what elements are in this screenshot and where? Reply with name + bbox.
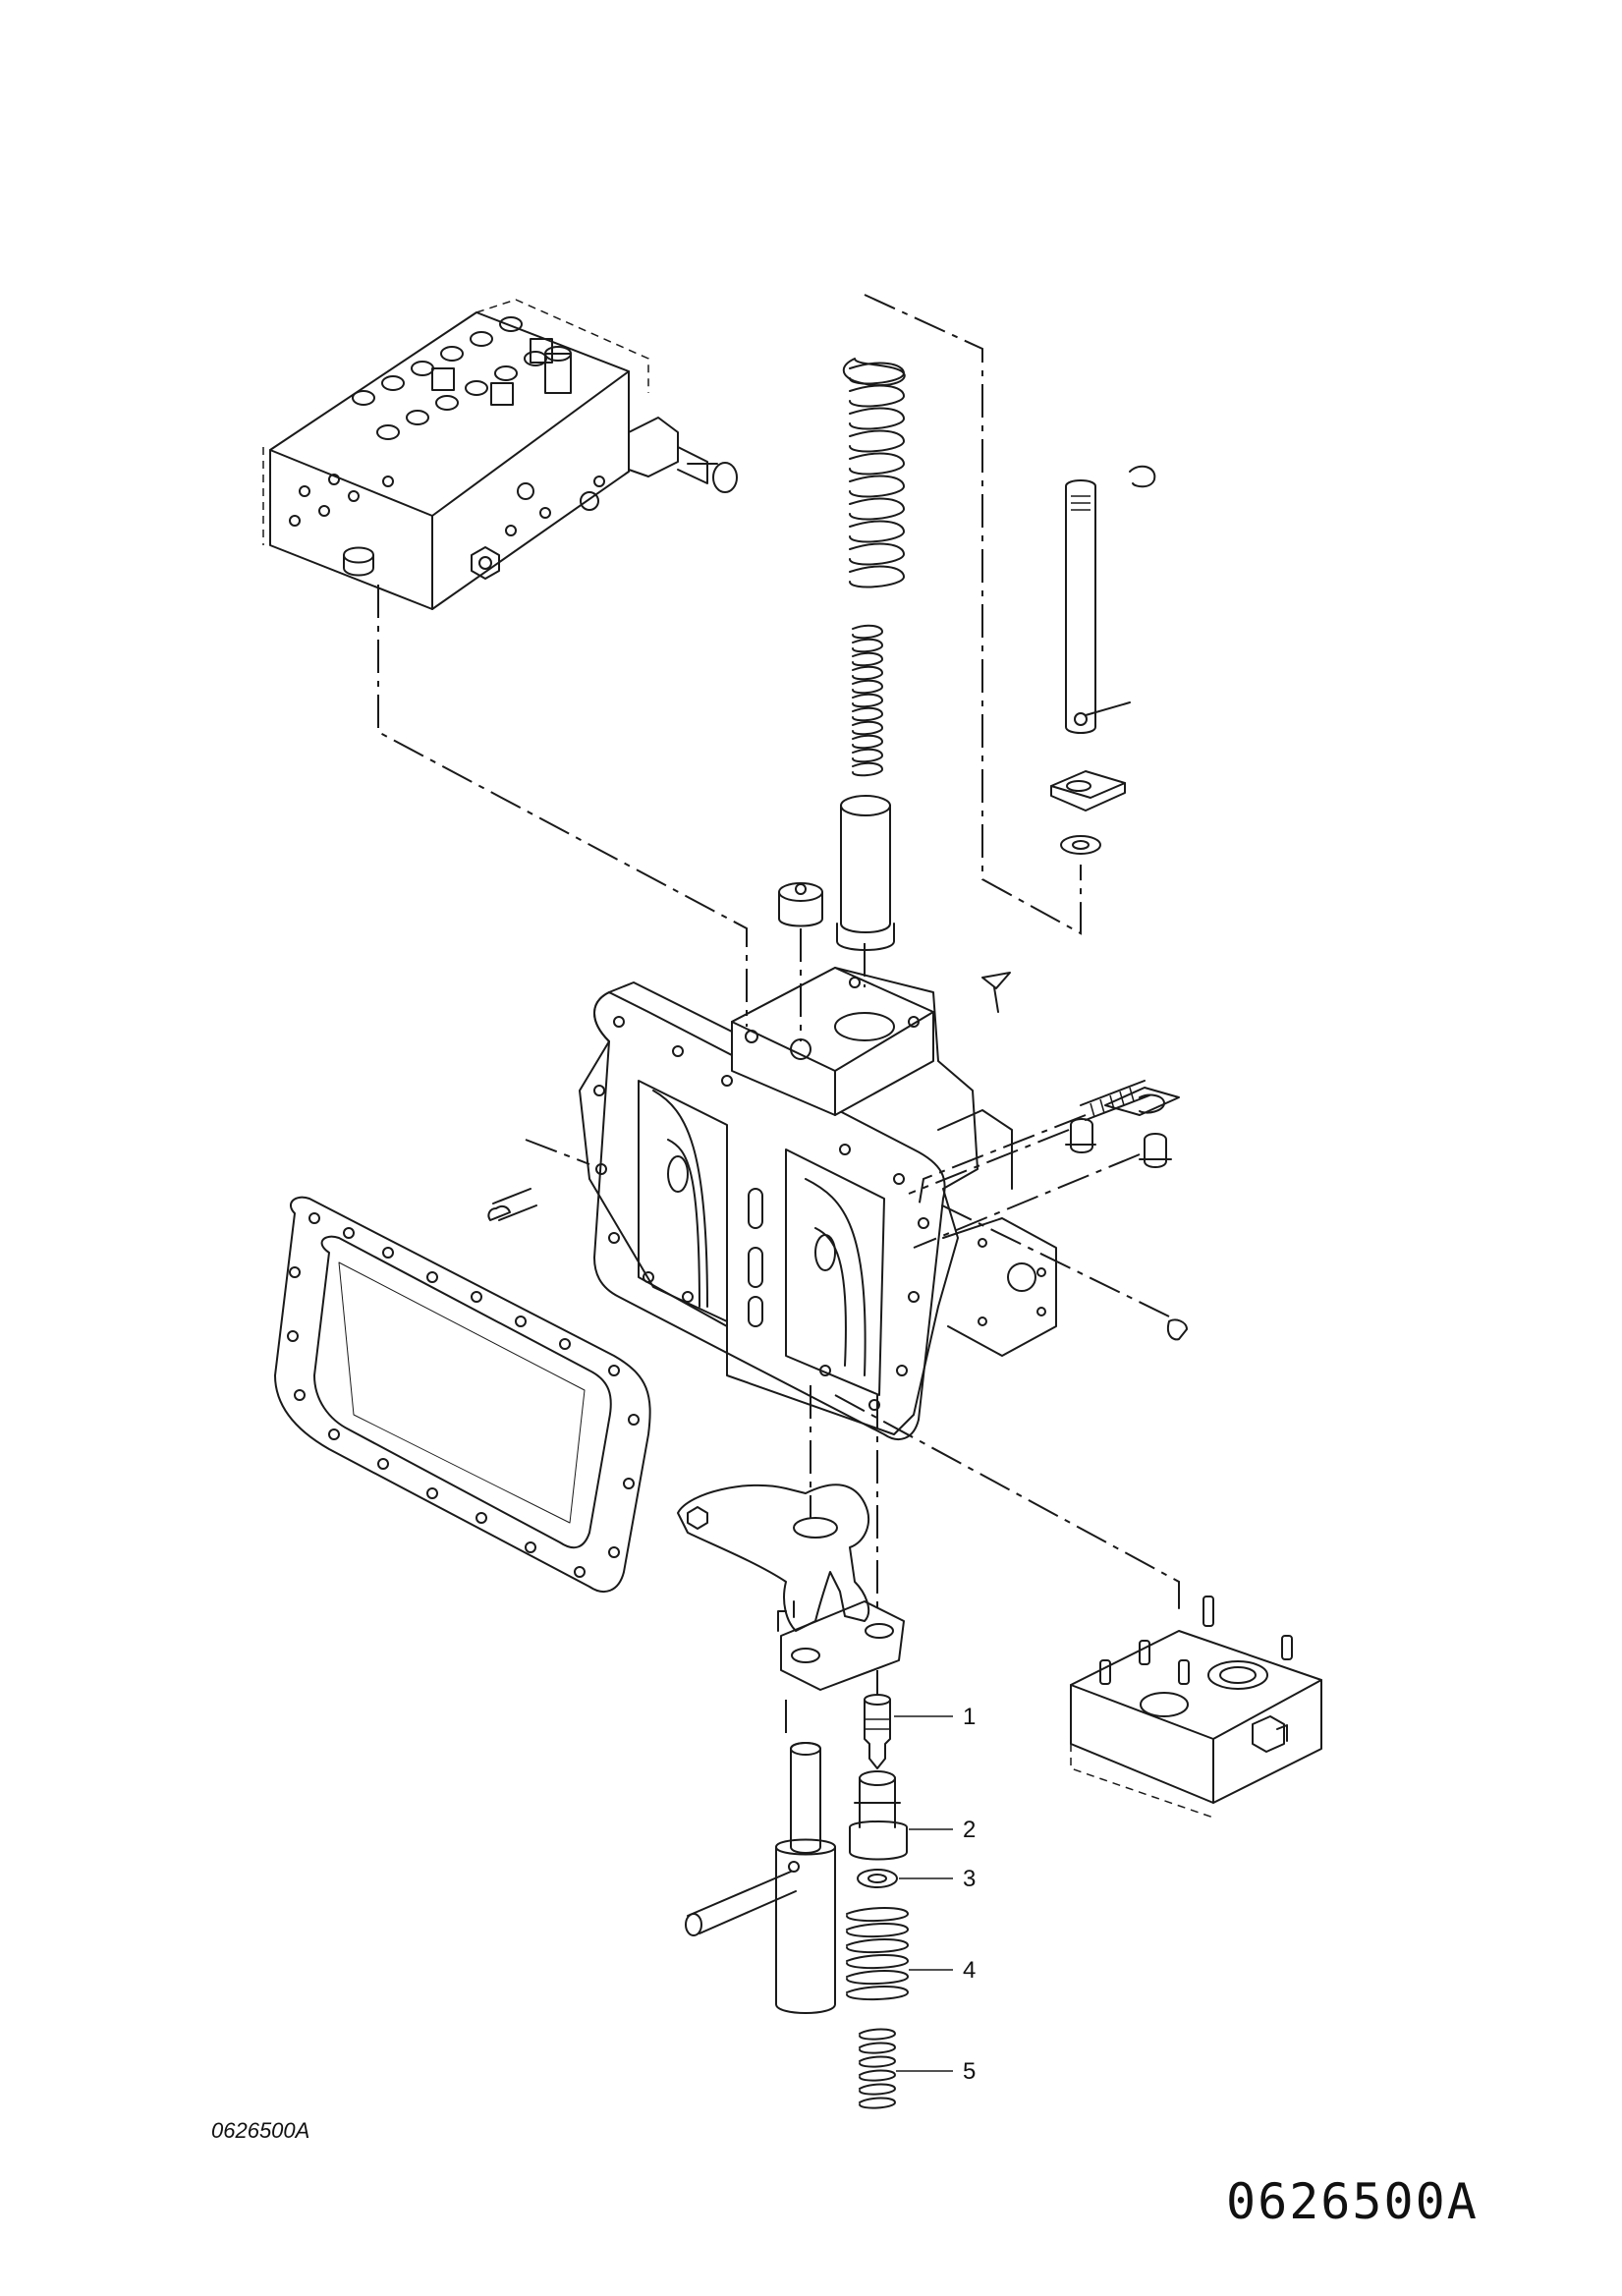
upper-spring-assembly (778, 358, 906, 951)
pump-housing (579, 967, 1057, 1440)
callout-4: 4 (963, 1957, 976, 1984)
part-4-spring (846, 1907, 909, 2001)
lower-valve-stack (846, 1694, 909, 2109)
screws-and-pins (487, 972, 1188, 1341)
part-2-seat (849, 1770, 908, 1861)
part-5-inner-spring (859, 2028, 896, 2109)
drawing-reference-small: 0626500A (211, 2118, 310, 2143)
control-valve-block (262, 299, 738, 610)
cover-block (1070, 1596, 1322, 1819)
rocker-arm (677, 1484, 905, 2014)
callouts: 1 2 3 4 5 (894, 1704, 976, 2085)
callout-3: 3 (963, 1866, 976, 1892)
callout-5: 5 (963, 2058, 976, 2085)
part-1-valve-pin (864, 1694, 891, 1769)
gasket (274, 1196, 651, 1593)
pin-and-clip (1050, 465, 1156, 855)
callout-2: 2 (963, 1817, 976, 1843)
part-3-ring (857, 1869, 898, 1888)
drawing-reference-large: 0626500A (1226, 2173, 1479, 2230)
callout-1: 1 (963, 1704, 976, 1730)
assembly-leader-lines (377, 294, 1180, 1739)
